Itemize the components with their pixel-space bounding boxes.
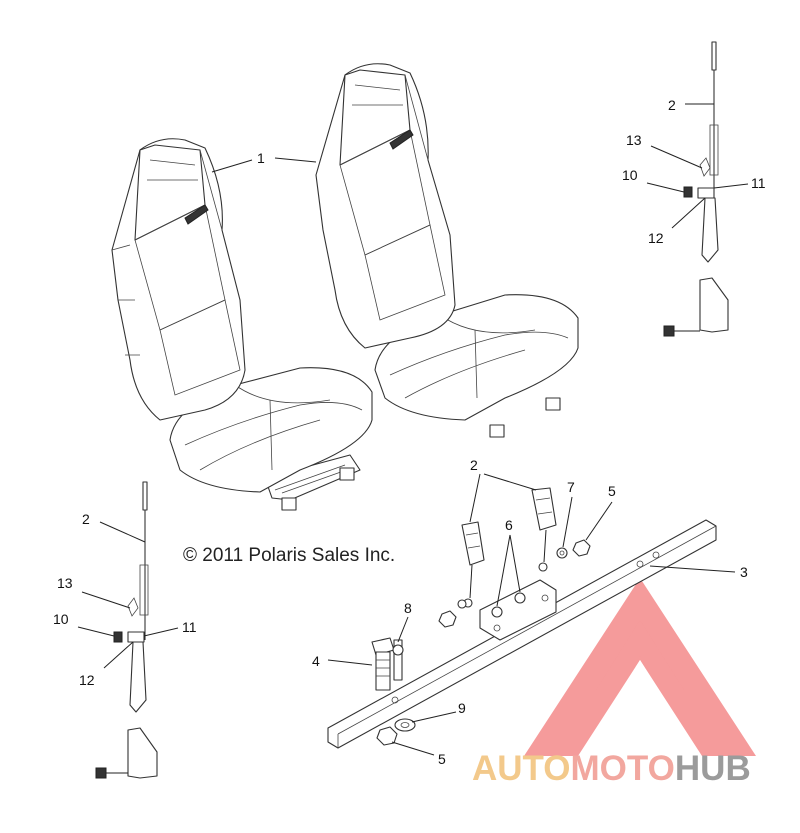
callout-buckle-2: 2 [470, 457, 478, 473]
callout-bar-3: 3 [740, 564, 748, 580]
seat-belt-buckles [461, 487, 557, 608]
seat-belt-right [663, 41, 729, 337]
callout-pin-8: 8 [404, 600, 412, 616]
callout-belt-right-11: 11 [751, 175, 766, 191]
seat-right [315, 63, 579, 438]
callout-belt-right-10: 10 [622, 167, 638, 183]
callout-1: 1 [257, 150, 265, 166]
automotohub-logo [524, 578, 756, 756]
callout-belt-right-13: 13 [626, 132, 642, 148]
callout-belt-right-2: 2 [668, 97, 676, 113]
watermark-moto: MOTO [571, 749, 675, 788]
watermark-hub: HUB [675, 749, 751, 788]
belt-bracket [479, 579, 557, 641]
watermark-auto: AUTO [472, 749, 571, 788]
callout-washer-9: 9 [458, 700, 466, 716]
callout-belt-left-13: 13 [57, 575, 73, 591]
callout-belt-left-12: 12 [79, 672, 95, 688]
callout-nut-5-top: 5 [608, 483, 616, 499]
mounting-bar [327, 519, 717, 749]
callout-belt-right-12: 12 [648, 230, 664, 246]
pin-part [392, 639, 404, 681]
callout-spacer-6: 6 [505, 517, 513, 533]
seat-belt-left [95, 481, 158, 779]
callout-belt-left-10: 10 [53, 611, 69, 627]
spacer-part [491, 606, 503, 618]
callout-washer-7: 7 [567, 479, 575, 495]
callout-belt-left-2: 2 [82, 511, 90, 527]
bolt-part [371, 637, 395, 691]
nut-part-top [572, 539, 591, 557]
washer-part [556, 547, 568, 559]
callout-bolt-4: 4 [312, 653, 320, 669]
callout-nut-5-bottom: 5 [438, 751, 446, 767]
copyright-text: © 2011 Polaris Sales Inc. [183, 545, 395, 566]
watermark-text: AUTOMOTOHUB [472, 749, 751, 788]
washer-part-bottom [394, 718, 416, 732]
callout-belt-left-11: 11 [182, 619, 197, 635]
seat-left [111, 138, 373, 511]
